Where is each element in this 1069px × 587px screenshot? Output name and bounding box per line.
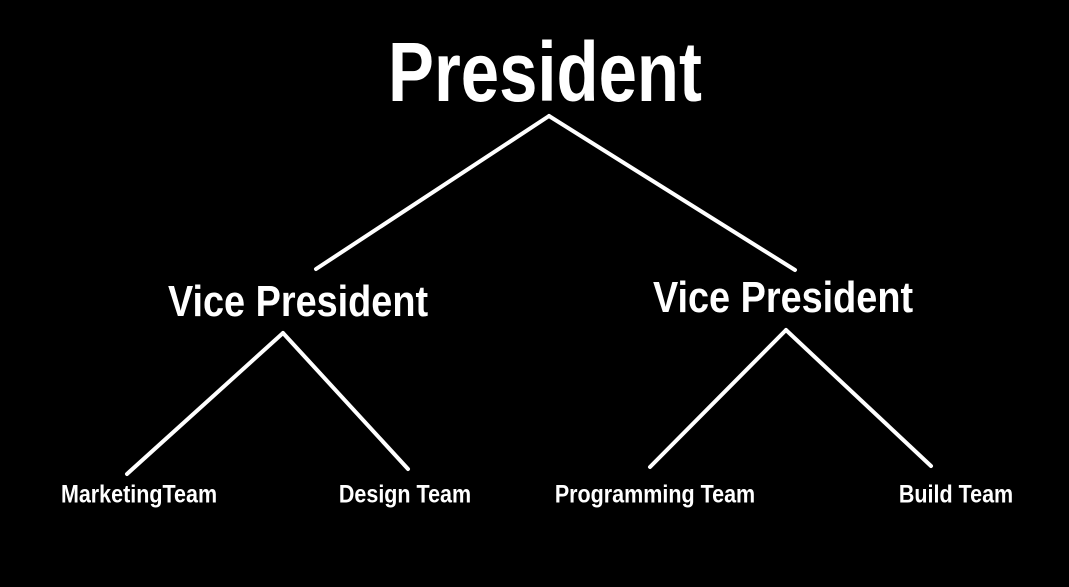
vice-president-right-node: Vice President	[652, 273, 914, 322]
edge-left-vp-to-marketing	[125, 331, 285, 476]
vice-president-left-node: Vice President	[167, 277, 429, 326]
president-node: President	[388, 25, 702, 119]
design-team-node: Design Team	[338, 480, 472, 509]
edge-president-to-right-vp	[547, 114, 797, 272]
edge-right-vp-to-build	[784, 328, 933, 468]
build-team-node: Build Team	[898, 480, 1014, 509]
edge-right-vp-to-programming	[648, 328, 788, 469]
edge-president-to-left-vp	[314, 114, 551, 271]
edge-left-vp-to-design	[281, 331, 410, 471]
marketing-team-node: MarketingTeam	[60, 480, 218, 509]
programming-team-node: Programming Team	[554, 480, 756, 509]
